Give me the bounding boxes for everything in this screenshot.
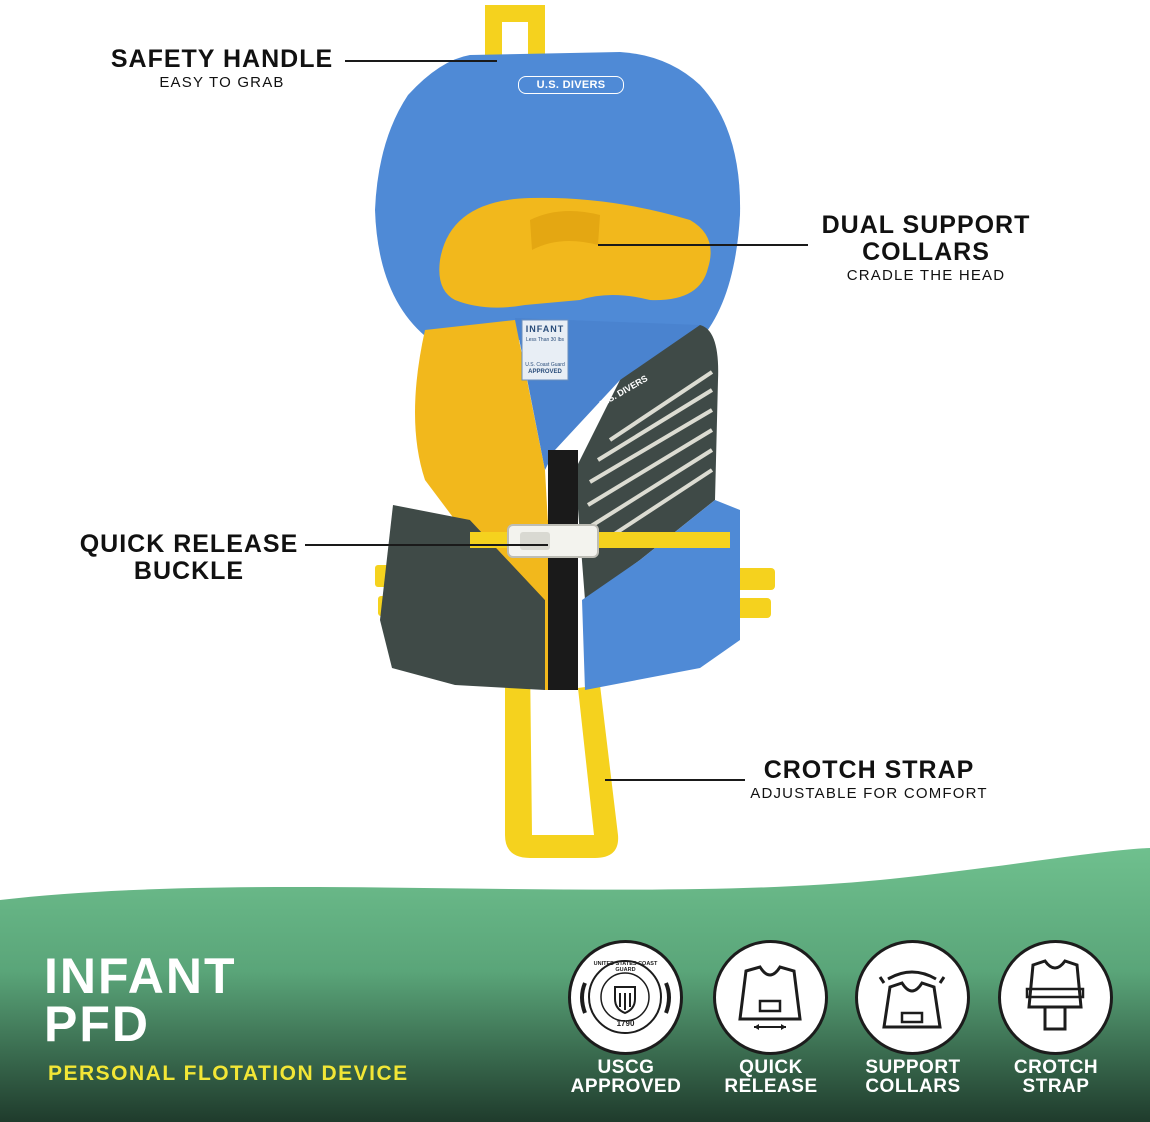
callout-safety-handle: SAFETY HANDLE EASY TO GRAB (100, 45, 344, 92)
callout-title: SAFETY HANDLE (110, 45, 334, 73)
badge-label-line2: APPROVED (570, 1076, 682, 1097)
band-title-line2: PFD (44, 996, 150, 1052)
badge-uscg: UNITED STATES COAST GUARD 1790 (568, 940, 683, 1055)
callout-quick-release: QUICK RELEASE BUCKLE (76, 531, 302, 585)
badge-label-line1: SUPPORT (865, 1057, 961, 1078)
support-collar (439, 197, 711, 308)
badge-label-uscg: USCG APPROVED (551, 1058, 701, 1096)
coast-guard-seal-icon (580, 960, 671, 1034)
lower-center-yellow (470, 520, 550, 690)
side-strap-right-2 (735, 598, 771, 618)
vest-buckle-icon (738, 965, 802, 1030)
badge-crotch-strap (998, 940, 1113, 1055)
callout-title: CROTCH STRAP (763, 756, 975, 784)
badge-support-collars (855, 940, 970, 1055)
badge-quick-release (713, 940, 828, 1055)
tag-weight: Less Than 30 lbs (526, 337, 564, 343)
tag-approval: U.S. Coast Guard (525, 362, 565, 368)
band-title: INFANT PFD (44, 948, 237, 1052)
callout-subtitle: ADJUSTABLE FOR COMFORT (750, 785, 988, 802)
badge-label-line2: COLLARS (865, 1076, 961, 1097)
tag-size: INFANT (525, 324, 565, 334)
tag-approved: APPROVED (528, 369, 562, 375)
badge-label-quick-release: QUICK RELEASE (696, 1058, 846, 1096)
band-subtitle: PERSONAL FLOTATION DEVICE (48, 1062, 409, 1085)
callout-title: QUICK RELEASE BUCKLE (79, 530, 299, 585)
callout-subtitle: CRADLE THE HEAD (846, 267, 1006, 284)
badge-label-line1: CROTCH (1013, 1057, 1099, 1078)
buckle-slot (520, 532, 550, 550)
lower-left-gray (380, 505, 545, 690)
band-title-line1: INFANT (44, 948, 237, 1004)
badge-label-line2: STRAP (1022, 1076, 1090, 1097)
callout-title: DUAL SUPPORT COLLARS (821, 211, 1031, 266)
badge-label-crotch-strap: CROTCH STRAP (981, 1058, 1131, 1096)
safety-handle (485, 5, 545, 60)
callout-dual-support: DUAL SUPPORT COLLARS CRADLE THE HEAD (815, 211, 1037, 285)
badge-label-support-collars: SUPPORT COLLARS (838, 1058, 988, 1096)
brand-logo-top: U.S. DIVERS (518, 76, 624, 94)
seal-year: 1790 (616, 1019, 635, 1028)
vest-strap-icon (1025, 959, 1085, 1031)
badge-label-line1: USCG (597, 1057, 655, 1078)
collar-inner (530, 211, 600, 250)
crotch-strap (505, 660, 619, 858)
badge-label-line1: QUICK (739, 1057, 803, 1078)
callout-subtitle: EASY TO GRAB (159, 74, 285, 91)
zipper (548, 450, 578, 690)
badge-label-line2: RELEASE (724, 1076, 818, 1097)
seal-text: UNITED STATES COAST GUARD (593, 961, 658, 973)
infant-tag (521, 319, 569, 381)
callout-crotch-strap: CROTCH STRAP ADJUSTABLE FOR COMFORT (748, 756, 990, 803)
collar-icon (878, 970, 946, 1029)
side-strap-right (735, 568, 775, 590)
